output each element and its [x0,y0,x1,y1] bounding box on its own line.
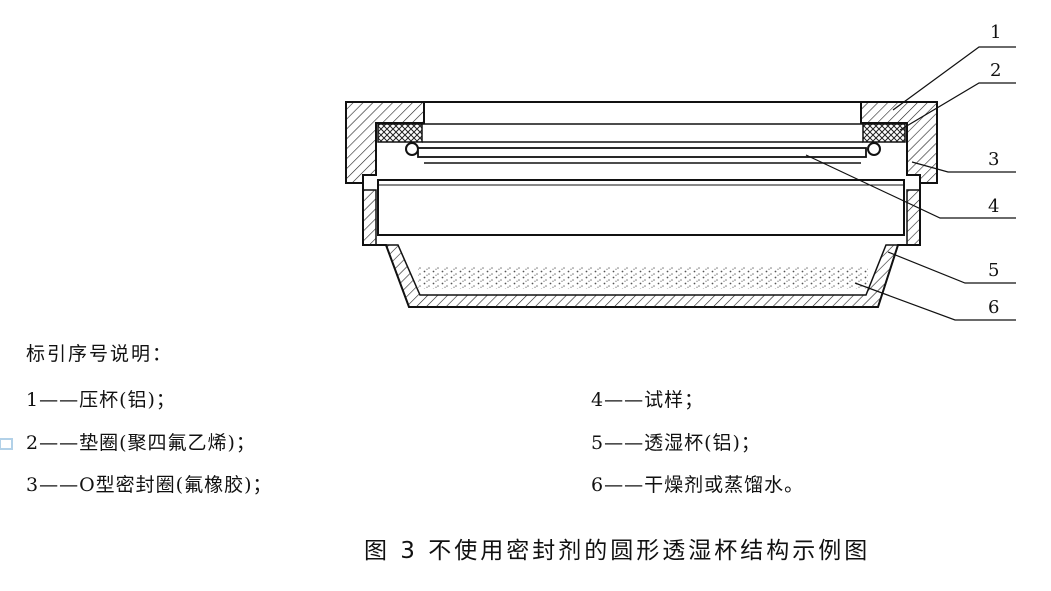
legend-item-1: 1——压杯(铝)； [26,385,176,412]
cup-left-wall-section [362,189,377,246]
cup-bottom-section [384,244,900,308]
legend-item-4: 4——试样； [591,385,704,412]
press-cup-left-section [345,101,425,184]
legend-item-text: 压杯(铝)； [79,389,176,411]
leader-line-1 [892,46,1016,111]
legend-heading: 标引序号说明： [26,343,174,365]
legend-item-number: 1 [26,389,40,411]
legend-item-number: 5 [591,432,605,454]
callout-6: 6 [988,297,999,318]
callout-3: 3 [988,149,999,170]
press-cup [345,101,938,184]
legend-dash: —— [604,432,645,454]
callout-2: 2 [990,60,1001,81]
legend-item-number: 3 [26,474,40,496]
press-cup-right-section [860,101,938,184]
legend-item-3: 3——O型密封圈(氟橡胶)； [26,470,273,497]
legend-item-5: 5——透湿杯(铝)； [591,428,761,455]
gasket [377,123,906,143]
desiccant-layer [418,267,868,289]
legend-item-number: 2 [26,432,40,454]
cup-inner-rim [377,179,905,236]
legend-item-text: 透湿杯(铝)； [644,432,761,454]
legend-item-2: 2——垫圈(聚四氟乙烯)； [26,428,256,455]
cup-right-wall-section [906,189,921,246]
legend-dash: —— [39,389,80,411]
legend-dash: —— [39,474,80,496]
leader-line-4 [805,154,1016,219]
legend-item-text: O型密封圈(氟橡胶)； [79,474,273,496]
o-ring-right [867,142,881,156]
specimen [417,147,867,158]
leader-line-2 [899,82,1016,131]
gasket-left [377,123,423,143]
callout-4: 4 [988,196,999,217]
callout-5: 5 [988,260,999,281]
o-ring-left [405,142,419,156]
legend-dash: —— [604,389,645,411]
gasket-right [862,123,906,143]
leader-line-3 [911,161,1016,173]
legend-item-text: 垫圈(聚四氟乙烯)； [79,432,256,454]
legend-item-text: 试样； [644,389,705,411]
legend-item-number: 6 [591,474,605,496]
legend-dash: —— [604,474,645,496]
legend-item-6: 6——干燥剂或蒸馏水。 [591,470,804,497]
leader-lines [805,46,1016,321]
leader-line-5 [887,251,1016,284]
legend-item-text: 干燥剂或蒸馏水。 [644,474,805,496]
legend-dash: —— [39,432,80,454]
permeability-cup [362,179,921,308]
legend-item-number: 4 [591,389,605,411]
leader-line-6 [854,282,1016,321]
figure-caption: 图 3 不使用密封剂的圆形透湿杯结构示例图 [364,538,871,564]
callout-1: 1 [990,22,1001,43]
watermark-mark [0,438,13,450]
